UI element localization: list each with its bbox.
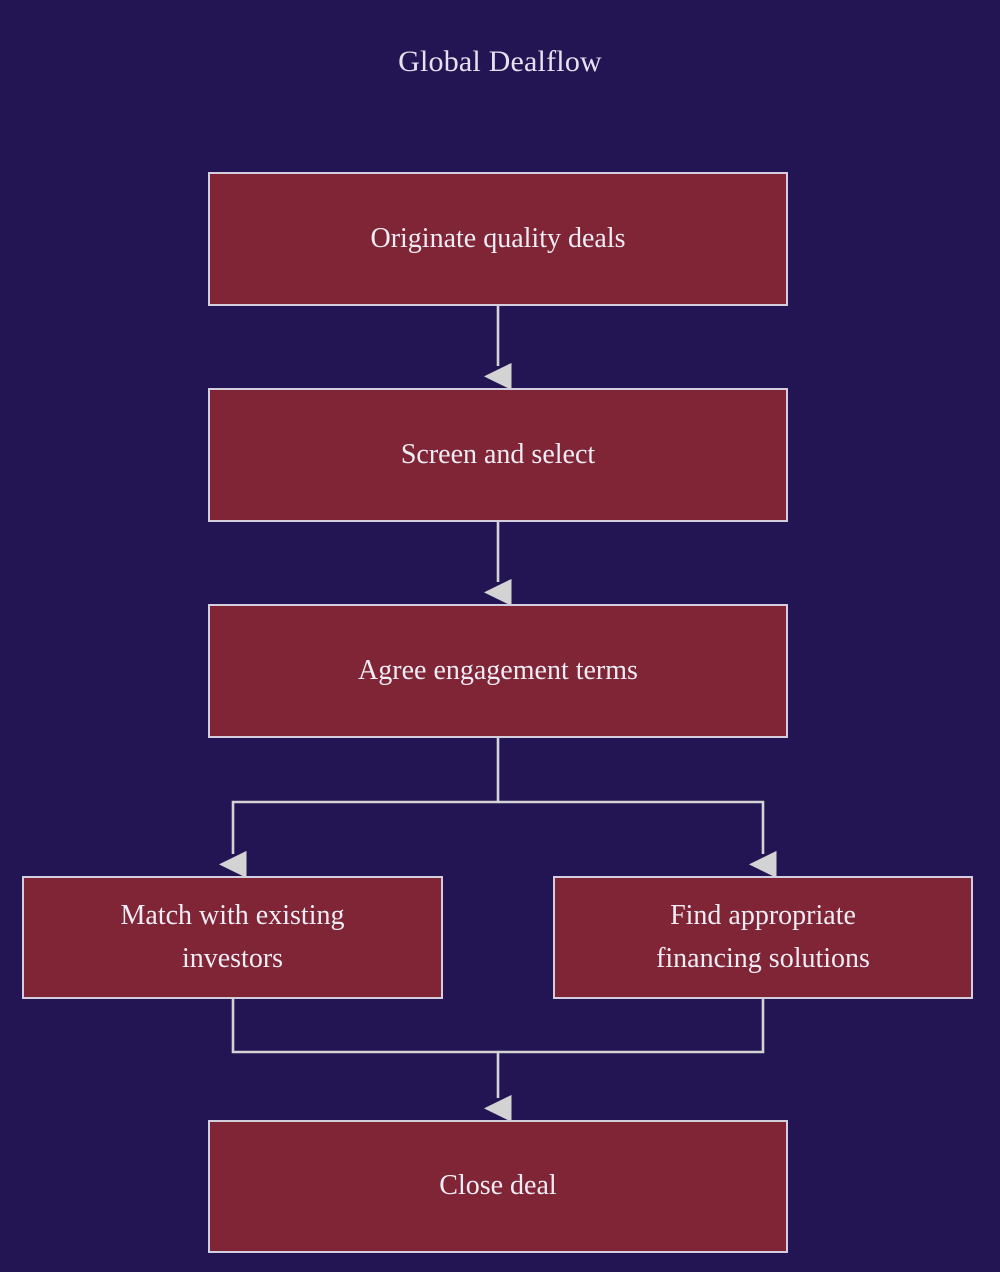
edge-agree-to-match [218,738,500,878]
edge-find-to-close [498,999,765,1054]
node-originate-quality-deals[interactable]: Originate quality deals [208,172,788,306]
page-title: Global Dealflow [398,45,602,78]
node-close-deal[interactable]: Close deal [208,1120,788,1253]
edge-agree-to-find [498,800,777,878]
node-label: Screen and select [400,438,596,470]
node-label: Close deal [439,1170,557,1202]
node-agree-engagement-terms[interactable]: Agree engagement terms [208,604,788,738]
node-label: Match with existing investors [120,899,345,974]
node-label: Agree engagement terms [358,654,638,686]
node-label: Originate quality deals [370,222,626,254]
edge-match-to-close [231,999,512,1122]
node-label: Find appropriate financing solutions [656,899,870,974]
node-find-appropriate-financing-solutions[interactable]: Find appropriate financing solutions [553,876,973,999]
node-screen-and-select[interactable]: Screen and select [208,388,788,522]
node-match-with-existing-investors[interactable]: Match with existing investors [22,876,443,999]
